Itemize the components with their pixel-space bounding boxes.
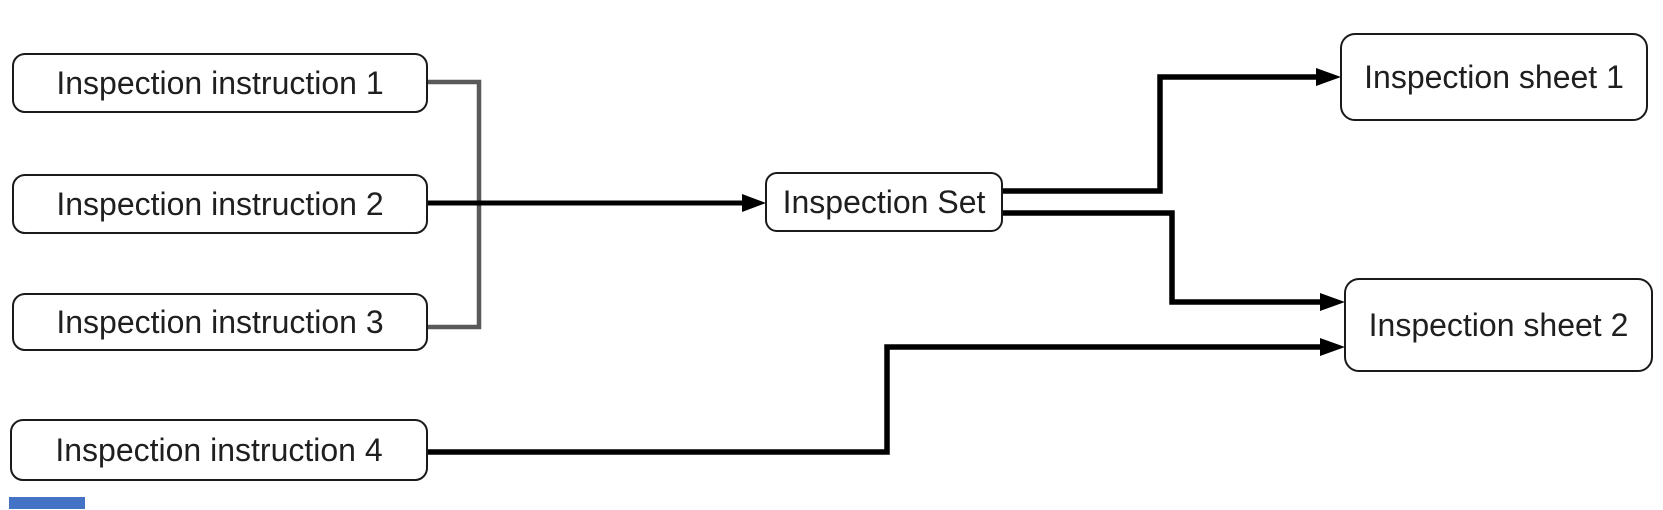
- node-label: Inspection sheet 2: [1368, 307, 1629, 343]
- node-inspection-instruction-4: Inspection instruction 4: [10, 419, 428, 481]
- node-inspection-instruction-3: Inspection instruction 3: [12, 293, 428, 351]
- node-inspection-sheet-1: Inspection sheet 1: [1340, 33, 1648, 121]
- node-label: Inspection instruction 1: [56, 65, 384, 101]
- node-label: Inspection instruction 4: [55, 432, 383, 468]
- arrowhead-into-sheet1: [1316, 68, 1341, 86]
- connector-instruction1-instruction3-bracket: [428, 79, 482, 330]
- connector-instruction4-to-sheet2: [428, 344, 1322, 455]
- node-label: Inspection sheet 1: [1364, 59, 1624, 95]
- node-label: Inspection instruction 3: [56, 304, 384, 340]
- connector-set-to-sheet2: [1003, 210, 1322, 305]
- accent-bar: [9, 497, 85, 509]
- node-label: Inspection instruction 2: [56, 186, 384, 222]
- node-inspection-instruction-2: Inspection instruction 2: [12, 174, 428, 234]
- node-label: Inspection Set: [782, 184, 986, 220]
- connector-set-to-sheet1: [1003, 74, 1319, 194]
- arrowhead-into-sheet2-upper: [1320, 293, 1345, 311]
- node-inspection-instruction-1: Inspection instruction 1: [12, 53, 428, 113]
- arrowhead-into-set: [742, 194, 766, 212]
- node-inspection-sheet-2: Inspection sheet 2: [1344, 278, 1653, 372]
- node-inspection-set: Inspection Set: [765, 172, 1003, 232]
- arrowhead-into-sheet2-lower: [1320, 338, 1345, 356]
